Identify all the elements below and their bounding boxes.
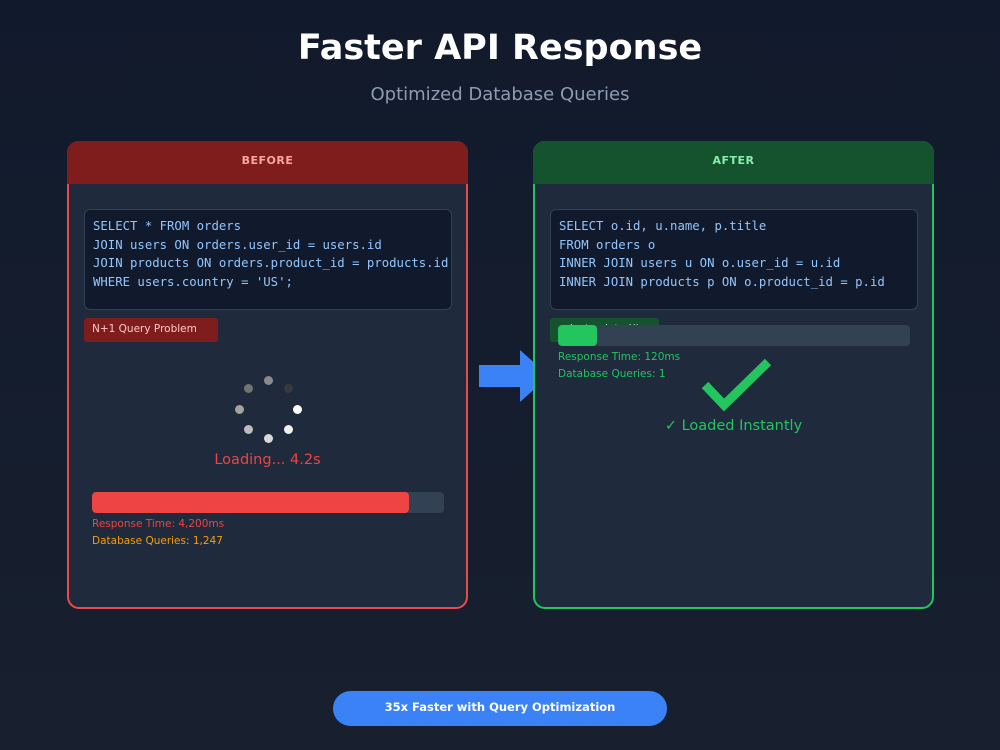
n-plus-one-badge: N+1 Query Problem — [84, 318, 218, 342]
code-line: WHERE users.country = 'US'; — [93, 274, 293, 289]
spinner-dot — [244, 425, 253, 434]
checkmark-icon — [701, 358, 772, 412]
after-header: AFTER — [533, 141, 934, 184]
after-db-queries: Database Queries: 1 — [558, 368, 666, 380]
page-title: Faster API Response — [297, 28, 703, 68]
code-line: SELECT o.id, u.name, p.title — [559, 219, 767, 233]
spinner-dot — [264, 434, 273, 443]
spinner-dot — [235, 405, 244, 414]
code-line: INNER JOIN users u ON o.user_id = u.id — [559, 256, 841, 270]
code-line: JOIN products ON orders.product_id = pro… — [93, 256, 449, 270]
before-header: BEFORE — [67, 141, 468, 184]
right-arrow-icon — [479, 350, 549, 402]
before-response-time: Response Time: 4,200ms — [92, 518, 225, 530]
after-progress-bar — [558, 325, 910, 346]
faster-summary-button[interactable]: 35x Faster with Query Optimization — [333, 691, 667, 726]
spinner-dot — [284, 384, 293, 393]
after-progress-fill — [558, 325, 597, 346]
spinner-dot — [264, 376, 273, 385]
before-db-queries: Database Queries: 1,247 — [92, 535, 223, 547]
code-line: SELECT * FROM orders — [93, 219, 242, 233]
spinner-dot — [284, 425, 293, 434]
loading-spinner-icon — [234, 373, 304, 443]
loaded-instantly-text: ✓ Loaded Instantly — [664, 418, 803, 434]
page-subtitle: Optimized Database Queries — [370, 84, 630, 105]
loading-text: Loading... 4.2s — [214, 452, 321, 468]
spinner-dot — [244, 384, 253, 393]
before-progress-bar — [92, 492, 444, 513]
after-response-time: Response Time: 120ms — [558, 351, 681, 363]
before-progress-fill — [92, 492, 409, 513]
code-line: FROM orders o — [559, 237, 656, 252]
code-line: JOIN users ON orders.user_id = users.id — [93, 237, 382, 252]
spinner-dot — [293, 405, 302, 414]
code-line: INNER JOIN products p ON o.product_id = … — [559, 274, 885, 289]
